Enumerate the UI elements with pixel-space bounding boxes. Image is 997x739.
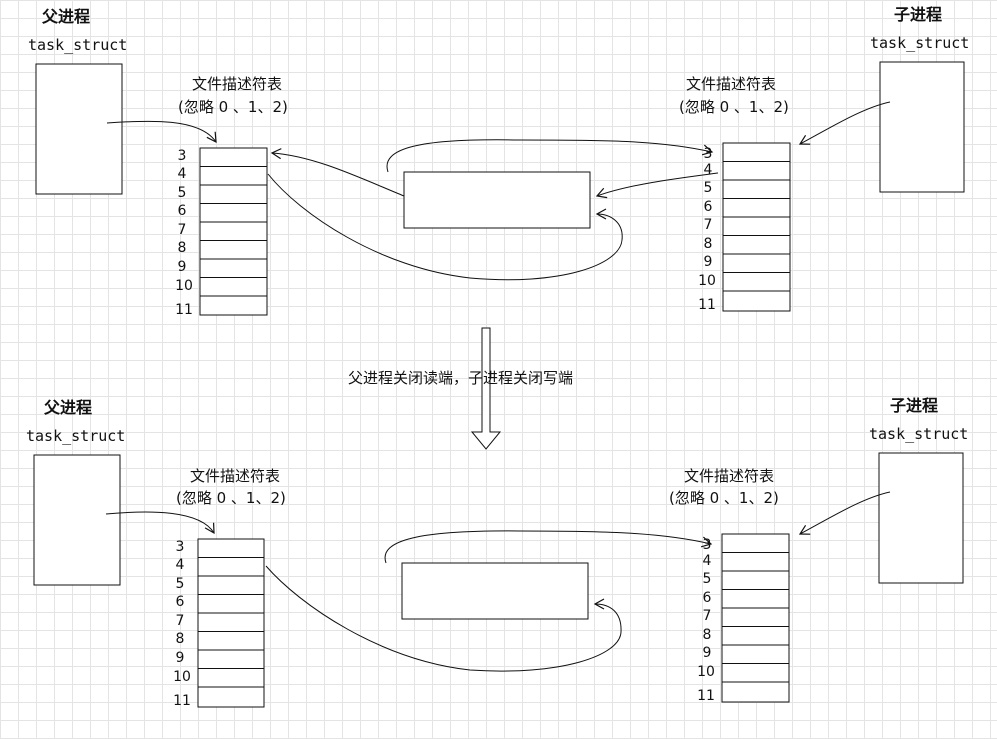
top-child-fd-table	[722, 142, 791, 312]
bottom-arrow-child-task-to-fdt	[798, 491, 891, 535]
fd-number: 10	[697, 664, 715, 680]
bottom-child-task-box	[878, 452, 964, 584]
fd-number: 9	[703, 254, 713, 270]
fd-number: 11	[697, 688, 715, 704]
transition-caption: 父进程关闭读端，子进程关闭写端	[348, 369, 574, 387]
top-parent-fdt-title: 文件描述符表	[192, 75, 283, 93]
fd-number: 10	[175, 278, 193, 294]
fd-number: 9	[702, 645, 712, 661]
fd-number: 4	[702, 553, 712, 569]
bottom-parent-fdt-note: (忽略 0 、1、2)	[176, 489, 286, 507]
fd-number: 3	[175, 539, 185, 555]
fd-number: 6	[175, 594, 185, 610]
fd-number: 6	[703, 199, 713, 215]
bottom-child-fd-table	[721, 533, 790, 703]
bottom-parent-task-box	[33, 454, 121, 586]
bottom-parent-title: 父进程	[44, 398, 93, 417]
top-child-fdt-title: 文件描述符表	[686, 75, 777, 93]
fd-number: 6	[177, 203, 187, 219]
fd-number: 5	[702, 571, 712, 587]
top-arrow-parent-fd4-to-pipe	[267, 173, 623, 281]
top-parent-task-box	[35, 63, 123, 195]
top-child-struct-label: task_struct	[870, 34, 970, 52]
fd-number: 3	[703, 146, 713, 162]
top-arrow-parent-task-to-fdt	[106, 120, 217, 144]
top-parent-title: 父进程	[42, 7, 91, 26]
top-arrow-child-fd4-to-pipe	[595, 172, 719, 199]
fd-number: 7	[703, 217, 713, 233]
fd-number: 4	[703, 162, 713, 178]
fd-number: 3	[702, 537, 712, 553]
top-child-title: 子进程	[894, 5, 943, 24]
top-parent-struct-label: task_struct	[28, 36, 128, 54]
bottom-arrow-parent-fd4-to-pipe	[265, 565, 622, 672]
fd-number: 11	[175, 302, 193, 318]
transition-down-arrow	[470, 327, 502, 450]
fd-number: 4	[175, 557, 185, 573]
bottom-child-struct-label: task_struct	[869, 425, 969, 443]
fd-number: 10	[173, 669, 191, 685]
bottom-parent-fd-table	[197, 538, 265, 708]
fd-number: 3	[177, 148, 187, 164]
bottom-child-fdt-title: 文件描述符表	[684, 467, 775, 485]
fd-number: 8	[177, 240, 187, 256]
fd-number: 8	[175, 631, 185, 647]
fd-number: 7	[177, 222, 187, 238]
fd-number: 6	[702, 590, 712, 606]
fd-number: 8	[702, 627, 712, 643]
fd-number: 5	[177, 185, 187, 201]
top-arrow-pipe-to-child-fd3	[386, 139, 714, 173]
fd-number: 10	[698, 273, 716, 289]
top-parent-fd-table	[199, 147, 268, 316]
bottom-arrow-parent-task-to-fdt	[105, 511, 215, 535]
fd-number: 11	[698, 297, 716, 313]
top-child-fdt-note: (忽略 0 、1、2)	[679, 98, 789, 116]
bottom-parent-fdt-title: 文件描述符表	[190, 467, 281, 485]
bottom-child-fdt-note: (忽略 0 、1、2)	[669, 489, 779, 507]
bottom-pipe-box	[401, 562, 589, 620]
fd-number: 5	[703, 180, 713, 196]
bottom-arrow-pipe-to-child-fd3	[384, 530, 713, 564]
fd-number: 7	[702, 608, 712, 624]
fd-number: 5	[175, 576, 185, 592]
fd-number: 4	[177, 166, 187, 182]
top-pipe-box	[403, 171, 591, 229]
top-parent-fdt-note: (忽略 0 、1、2)	[178, 98, 288, 116]
fd-number: 11	[173, 693, 191, 709]
top-arrow-pipe-to-parent-fd3	[270, 148, 405, 197]
fd-number: 7	[175, 613, 185, 629]
top-arrow-child-task-to-fdt	[798, 101, 891, 145]
fd-number: 9	[175, 650, 185, 666]
bottom-parent-struct-label: task_struct	[26, 427, 126, 445]
fd-number: 9	[177, 259, 187, 275]
fd-number: 8	[703, 236, 713, 252]
bottom-child-title: 子进程	[890, 396, 939, 415]
top-child-task-box	[879, 61, 965, 193]
